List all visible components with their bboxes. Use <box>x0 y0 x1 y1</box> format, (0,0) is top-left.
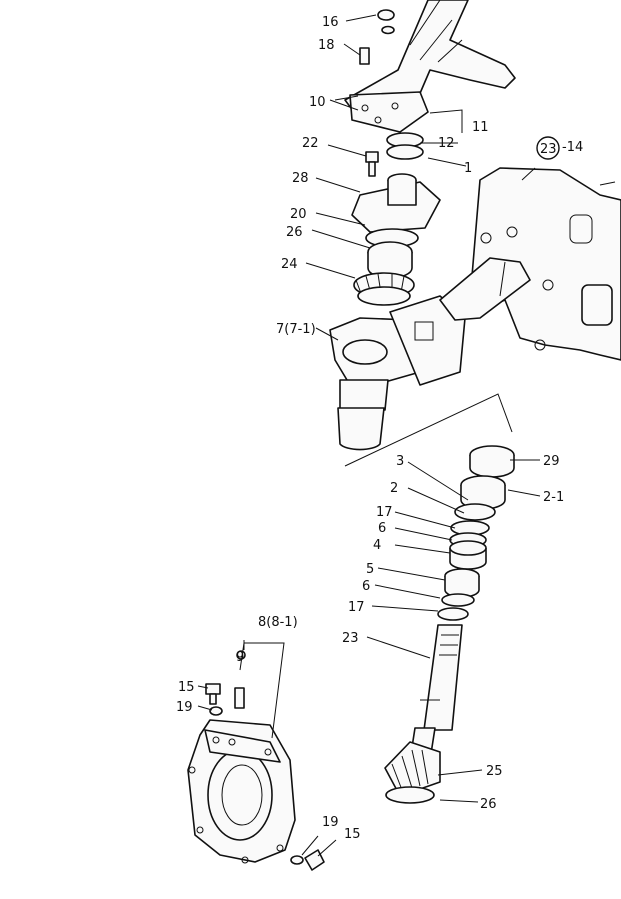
label-29: 29 <box>543 454 560 469</box>
label-9: 9 <box>236 650 244 665</box>
label-17-lower: 17 <box>348 600 365 615</box>
label-23-circled: 23 <box>540 142 557 157</box>
label-15-lower: 15 <box>344 827 361 842</box>
label-3: 3 <box>396 454 404 469</box>
label-12: 12 <box>438 136 455 151</box>
label-20: 20 <box>290 207 307 222</box>
leader-lines <box>197 14 541 857</box>
label-23: 23 <box>342 631 359 646</box>
label-25: 25 <box>486 764 503 779</box>
bearing-26-lower <box>385 786 435 804</box>
gear-case-8 <box>187 719 296 864</box>
label-10: 10 <box>309 95 326 110</box>
label-19-lower: 19 <box>322 815 339 830</box>
nut-16 <box>377 9 395 35</box>
label-5: 5 <box>366 562 374 577</box>
bolt-22 <box>365 151 379 177</box>
pinion-25 <box>384 727 441 797</box>
dowel-9 <box>234 650 246 709</box>
collar-12 <box>386 132 424 160</box>
label-2-1: 2-1 <box>543 490 564 505</box>
label-18: 18 <box>318 38 335 53</box>
label-6-upper: 6 <box>378 521 386 536</box>
label-22: 22 <box>302 136 319 151</box>
label-28: 28 <box>292 171 309 186</box>
bevel-gear-24 <box>353 272 415 306</box>
axle-housing <box>439 167 621 361</box>
label-4: 4 <box>373 538 381 553</box>
knuckle-arm-upper <box>344 0 516 133</box>
pin-18 <box>359 47 370 65</box>
label-23-14: -14 <box>562 140 583 155</box>
label-1: 1 <box>464 161 472 176</box>
shaft-stack <box>420 445 515 731</box>
part-labels: 16 18 10 11 12 22 1 23 -14 28 20 26 24 7… <box>176 15 583 842</box>
label-24: 24 <box>281 257 298 272</box>
label-17-upper: 17 <box>376 505 393 520</box>
label-19-upper: 19 <box>176 700 193 715</box>
knuckle-housing-7 <box>329 295 466 451</box>
bolt-15-upper <box>205 683 223 716</box>
label-26-upper: 26 <box>286 225 303 240</box>
label-8: 8(8-1) <box>258 615 298 630</box>
callout-circle-23 <box>536 136 560 160</box>
bolt-15-lower <box>290 849 325 871</box>
label-7: 7(7-1) <box>276 322 316 337</box>
label-11: 11 <box>472 120 489 135</box>
label-26-lower: 26 <box>480 797 497 812</box>
label-16: 16 <box>322 15 339 30</box>
label-2: 2 <box>390 481 398 496</box>
label-15-upper: 15 <box>178 680 195 695</box>
label-6-lower: 6 <box>362 579 370 594</box>
bearing-housing-28 <box>351 173 441 233</box>
